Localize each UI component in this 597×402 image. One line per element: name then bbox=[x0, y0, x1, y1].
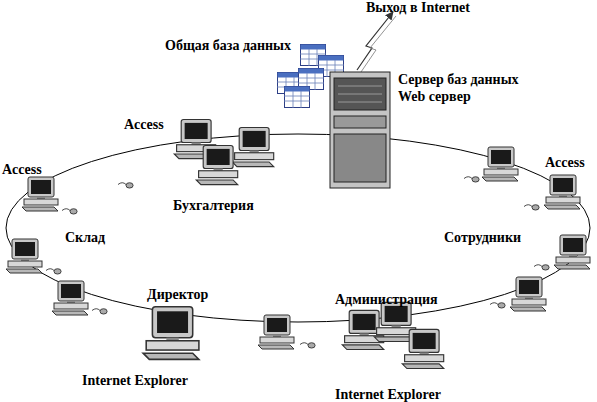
computer bbox=[6, 239, 42, 273]
network-label: Internet Explorer bbox=[82, 372, 188, 389]
network-label: Директор bbox=[147, 286, 208, 303]
computer bbox=[554, 235, 590, 269]
network-label: Бухгалтерия bbox=[173, 197, 254, 214]
network-label: Internet Explorer bbox=[335, 386, 441, 402]
computer bbox=[52, 281, 88, 315]
network-label: Выход в Internet bbox=[366, 0, 470, 16]
internet-link bbox=[357, 12, 393, 70]
db-table bbox=[284, 87, 310, 109]
network-label: Администрация bbox=[335, 291, 438, 308]
computer bbox=[258, 315, 294, 349]
ring-network bbox=[6, 134, 590, 322]
network-label: Склад bbox=[65, 229, 105, 246]
computer bbox=[510, 277, 546, 311]
computer bbox=[402, 329, 443, 368]
mouse bbox=[524, 205, 539, 210]
computer bbox=[544, 175, 580, 209]
mouse bbox=[92, 309, 107, 314]
mouse bbox=[46, 269, 61, 274]
mouse bbox=[490, 303, 505, 308]
network-label: Access bbox=[124, 116, 164, 133]
computer bbox=[22, 177, 58, 211]
mouse bbox=[464, 177, 479, 182]
mouse bbox=[62, 209, 77, 214]
internet-link bbox=[361, 16, 396, 72]
mouse bbox=[118, 183, 133, 188]
server-tower bbox=[330, 72, 390, 188]
network-label: Access bbox=[2, 161, 42, 178]
mouse bbox=[300, 343, 315, 348]
network-label: Access bbox=[545, 154, 585, 171]
computer bbox=[232, 127, 273, 166]
network-label: Сотрудники bbox=[444, 229, 521, 246]
mouse bbox=[534, 265, 549, 270]
computer bbox=[143, 307, 199, 360]
computer bbox=[482, 147, 518, 181]
network-label: Общая база данных bbox=[165, 37, 291, 54]
network-label: Сервер баз данных Web сервер bbox=[398, 71, 530, 105]
computer bbox=[196, 145, 237, 184]
